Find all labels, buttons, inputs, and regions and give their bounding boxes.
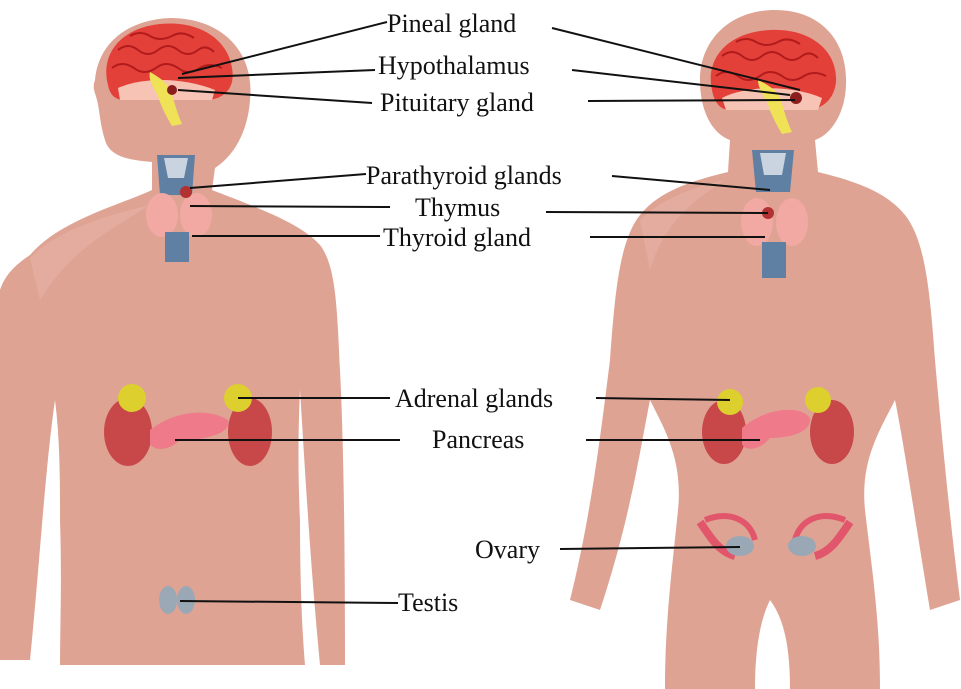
label-hypothalamus: Hypothalamus (378, 51, 530, 80)
female-body-silhouette (570, 10, 960, 689)
label-pineal-gland: Pineal gland (387, 9, 516, 38)
label-thyroid-gland: Thyroid gland (383, 223, 531, 252)
label-thymus: Thymus (415, 193, 500, 222)
male-figure (0, 18, 345, 665)
leader-thymus-female (546, 212, 768, 213)
label-adrenal-glands: Adrenal glands (395, 384, 553, 413)
leader-thymus-male (190, 206, 390, 207)
male-testis-right (177, 586, 195, 614)
female-adrenal-left (717, 389, 743, 415)
leader-parathyroid-male (190, 174, 366, 188)
label-parathyroid-glands: Parathyroid glands (366, 161, 562, 190)
female-ovary-right (788, 536, 816, 556)
female-figure (570, 10, 960, 689)
male-adrenal-left (118, 384, 146, 412)
female-thyroid-right (776, 198, 808, 246)
female-thyroid-left (741, 198, 773, 246)
male-trachea (165, 232, 189, 262)
label-testis: Testis (398, 588, 458, 617)
label-pancreas: Pancreas (432, 425, 524, 454)
female-trachea (762, 242, 786, 278)
leader-pituitary-female (588, 100, 795, 101)
label-ovary: Ovary (475, 535, 540, 564)
male-thyroid-right (180, 193, 212, 237)
male-larynx-light (164, 158, 188, 178)
label-pituitary-gland: Pituitary gland (380, 88, 534, 117)
female-ovary-left (726, 536, 754, 556)
female-pituitary-dot (790, 92, 802, 104)
female-larynx-light (760, 153, 786, 175)
labels: Pineal gland Hypothalamus Pituitary glan… (366, 9, 562, 617)
female-adrenal-right (805, 387, 831, 413)
male-pituitary-dot (167, 85, 177, 95)
male-thyroid-left (146, 193, 178, 237)
male-testis-left (159, 586, 177, 614)
